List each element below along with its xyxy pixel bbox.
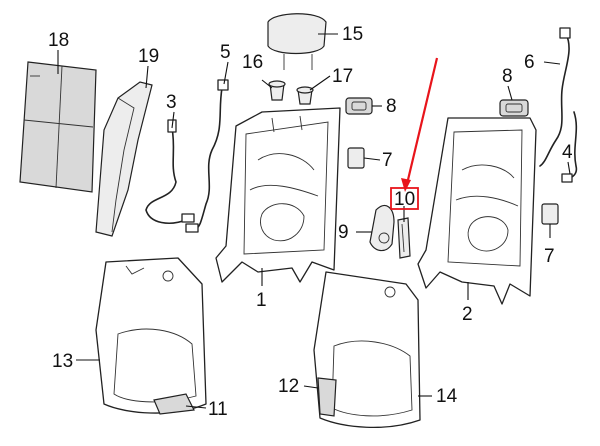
callout-2: 2: [462, 304, 473, 325]
callout-9: 9: [338, 222, 349, 243]
callout-3: 3: [166, 92, 177, 113]
part-3-wire-harness: [145, 119, 195, 224]
callout-4: 4: [562, 142, 573, 163]
callout-15: 15: [342, 24, 363, 45]
callout-1: 1: [256, 290, 267, 311]
callout-6: 6: [524, 52, 535, 73]
callout-17: 17: [332, 66, 353, 87]
callout-16: 16: [242, 52, 263, 73]
part-11-trim: [153, 393, 195, 415]
callout-12: 12: [278, 376, 299, 397]
callout-13: 13: [52, 351, 73, 372]
callout-7-right: 7: [544, 246, 555, 267]
part-7-clip-left: [347, 147, 365, 169]
part-8-bezel-left: [345, 97, 373, 115]
part-4-cable: [561, 111, 578, 183]
part-12-trim: [317, 377, 337, 417]
callout-10: 10: [394, 189, 415, 210]
callout-14: 14: [436, 386, 458, 407]
part-8-bezel-right: [499, 99, 529, 117]
highlight-box-10: [390, 187, 419, 210]
callout-19: 19: [138, 46, 159, 67]
part-17-guide: [296, 86, 314, 105]
part-6-cable: [539, 27, 571, 167]
callout-7-left: 7: [382, 150, 393, 171]
part-2-right-frame: [417, 117, 537, 305]
highlight-marker: [390, 57, 439, 210]
highlight-arrow: [405, 57, 439, 185]
callout-5: 5: [220, 42, 231, 63]
part-1-left-frame: [215, 107, 341, 283]
highlight-arrowhead: [401, 178, 411, 192]
part-16-guide: [268, 80, 286, 101]
part-13-left-cover: [95, 257, 207, 414]
part-7-clip-right: [541, 203, 559, 225]
part-10-latch: [397, 217, 411, 259]
callout-8-left: 8: [386, 96, 397, 117]
part-9-release-handle: [369, 205, 395, 252]
callout-labels: 18 19 3 5 16 17 15 8 7 9 10 1 2 6 8 4 7 …: [48, 24, 573, 420]
callout-18: 18: [48, 30, 69, 51]
callout-11: 11: [208, 399, 228, 420]
part-14-right-cover: [313, 271, 421, 429]
part-15-headrest: [267, 13, 327, 70]
leader-lines: [57, 33, 571, 409]
part-19-side-trim: [95, 81, 153, 237]
callout-8-right: 8: [502, 66, 513, 87]
part-18-back-panel: [19, 61, 97, 193]
part-5-cable-harness: [185, 79, 229, 233]
